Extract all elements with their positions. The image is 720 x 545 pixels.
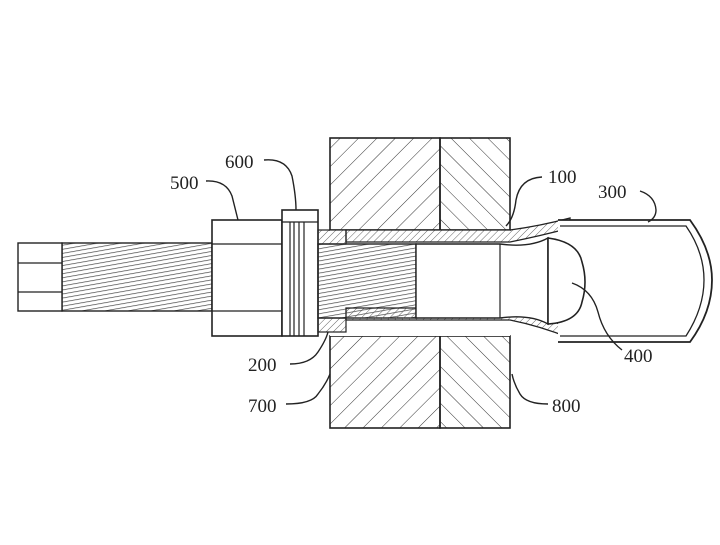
washer-600 <box>282 210 318 336</box>
label-500: 500 <box>170 173 199 194</box>
mandrel <box>416 238 548 324</box>
label-200: 200 <box>248 355 277 376</box>
label-600: 600 <box>225 152 254 173</box>
label-700: 700 <box>248 396 277 417</box>
inner-thread <box>318 244 416 318</box>
label-100: 100 <box>548 167 577 188</box>
label-400: 400 <box>624 346 653 367</box>
label-800: 800 <box>552 396 581 417</box>
nut-500 <box>212 220 282 336</box>
threaded-rod <box>18 243 212 311</box>
label-300: 300 <box>598 182 627 203</box>
